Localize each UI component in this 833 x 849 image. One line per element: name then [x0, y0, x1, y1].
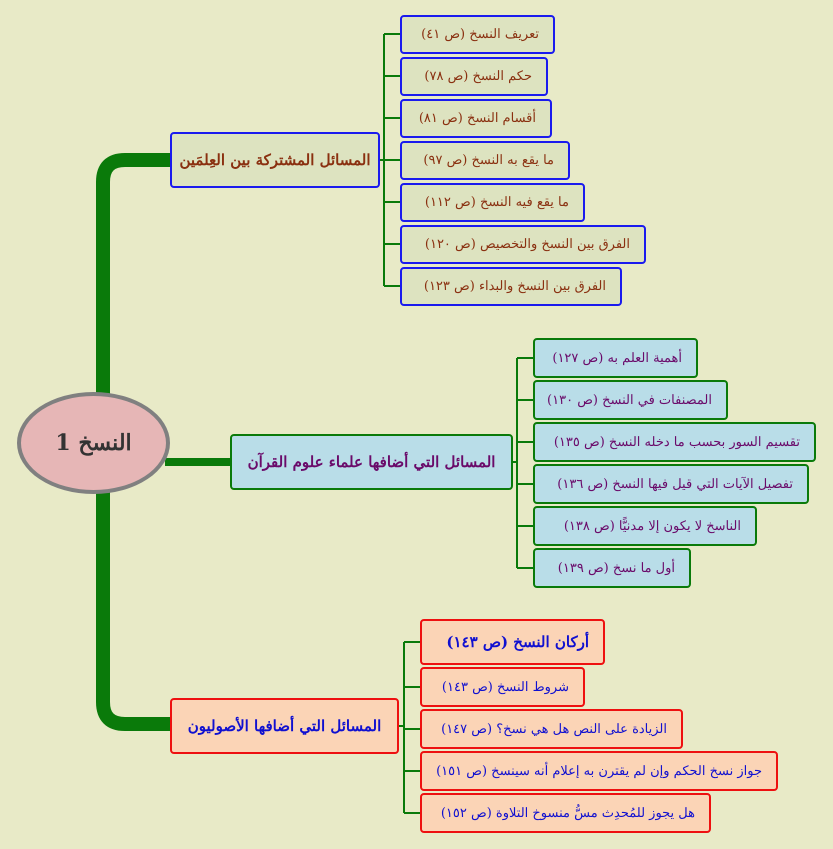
branch2-connectors: [513, 357, 533, 569]
topic-item[interactable]: الناسخ لا يكون إلا مدنيًّا (ص ١٣٨): [533, 506, 757, 546]
topic-item[interactable]: ما يقع فيه النسخ (ص ١١٢): [400, 183, 585, 222]
branch1-connectors: [380, 33, 400, 287]
topic-item[interactable]: تعريف النسخ (ص ٤١): [400, 15, 555, 54]
topic-item[interactable]: المصنفات في النسخ (ص ١٣٠): [533, 380, 728, 420]
topic-item[interactable]: هل يجوز للمُحدِث مسُّ منسوخ التلاوة (ص ١…: [420, 793, 711, 833]
topic-item[interactable]: جواز نسخ الحكم وإن لم يقترن به إعلام أنه…: [420, 751, 778, 791]
topic-item[interactable]: حكم النسخ (ص ٧٨): [400, 57, 548, 96]
branch3-connectors: [399, 641, 420, 814]
topic-item[interactable]: الزيادة على النص هل هي نسخ؟ (ص ١٤٧): [420, 709, 683, 749]
topic-item[interactable]: أول ما نسخ (ص ١٣٩): [533, 548, 691, 588]
topic-item[interactable]: تفصيل الآيات التي قيل فيها النسخ (ص ١٣٦): [533, 464, 809, 504]
topic-item[interactable]: أركان النسخ (ص ١٤٣): [420, 619, 605, 665]
topic-item[interactable]: الفرق بين النسخ والبداء (ص ١٢٣): [400, 267, 622, 306]
topic-item[interactable]: الفرق بين النسخ والتخصيص (ص ١٢٠): [400, 225, 646, 264]
topic-item[interactable]: أقسام النسخ (ص ٨١): [400, 99, 552, 138]
topic-item[interactable]: شروط النسخ (ص ١٤٣): [420, 667, 585, 707]
topic-item[interactable]: تقسيم السور بحسب ما دخله النسخ (ص ١٣٥): [533, 422, 816, 462]
central-topic[interactable]: النسخ 1: [17, 392, 170, 494]
topic-item[interactable]: ما يقع به النسخ (ص ٩٧): [400, 141, 570, 180]
branch-usul-scholars[interactable]: المسائل التي أضافها الأصوليون: [170, 698, 399, 754]
topic-item[interactable]: أهمية العلم به (ص ١٢٧): [533, 338, 698, 378]
branch-common-issues[interactable]: المسائل المشتركة بين العِلمَين: [170, 132, 380, 188]
branch-quran-sciences[interactable]: المسائل التي أضافها علماء علوم القرآن: [230, 434, 513, 490]
